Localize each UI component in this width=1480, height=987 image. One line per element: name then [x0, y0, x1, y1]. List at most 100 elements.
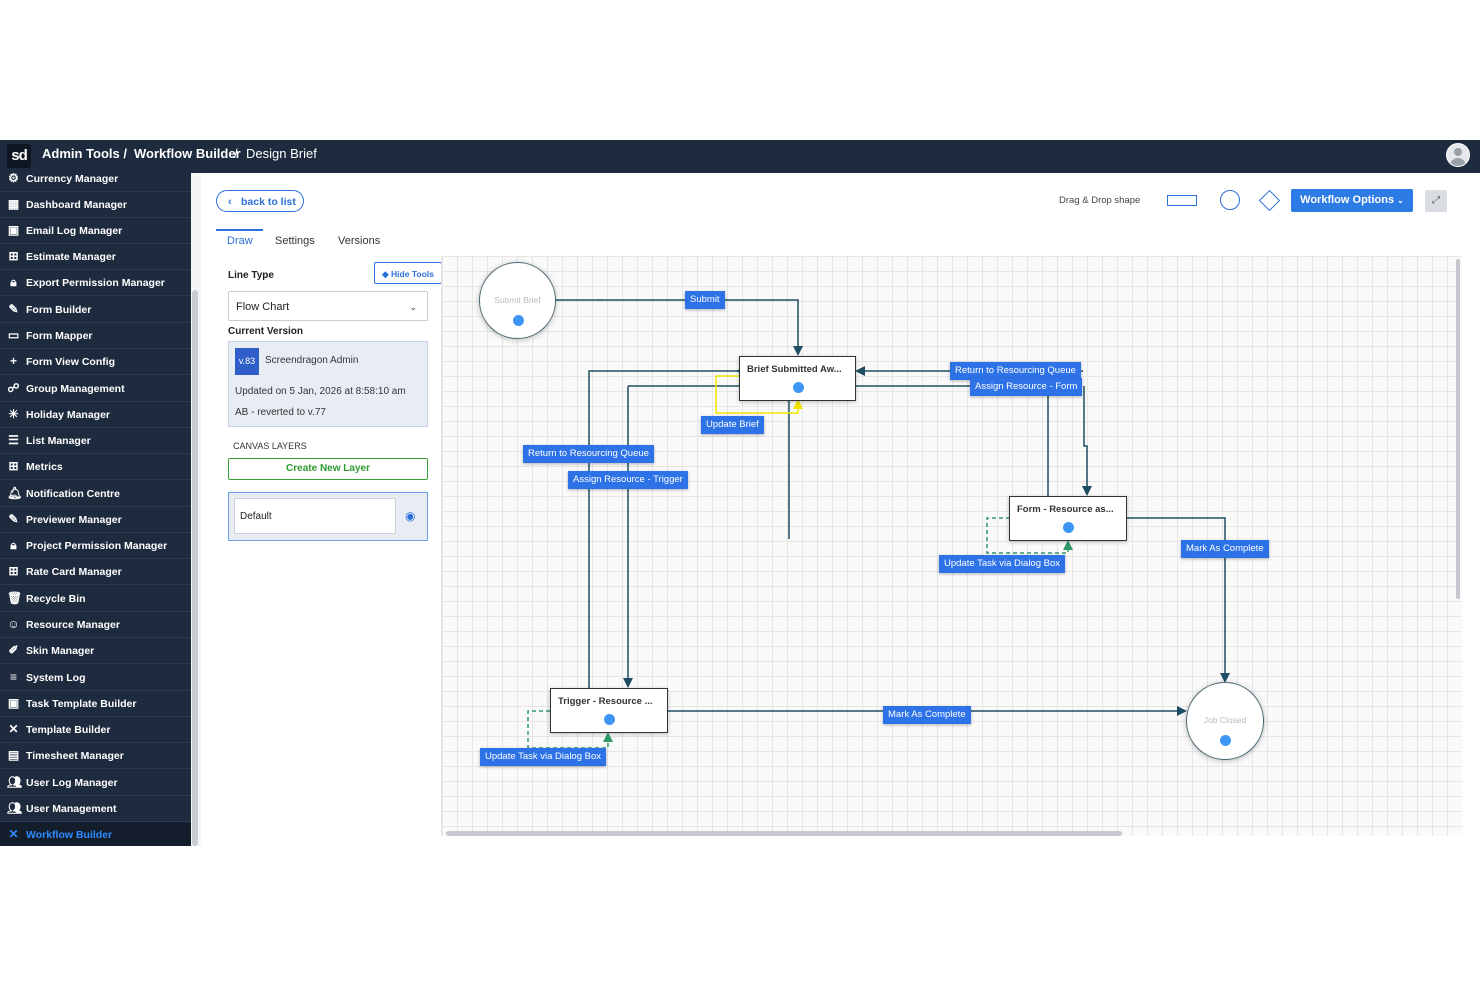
- edge-label-return-queue-right[interactable]: Return to Resourcing Queue: [950, 362, 1081, 380]
- edge-label-update-brief[interactable]: Update Brief: [701, 416, 764, 434]
- sun-icon: ☀: [8, 407, 19, 421]
- sidebar-item-resource-manager[interactable]: ☺ Resource Manager: [0, 612, 191, 638]
- edge-label-mark-complete-right[interactable]: Mark As Complete: [1181, 540, 1269, 558]
- breadcrumb-admin-tools[interactable]: Admin Tools /: [42, 146, 127, 161]
- sidebar-item-label: Form View Config: [26, 356, 116, 368]
- sidebar-item-metrics[interactable]: ⊞ Metrics: [0, 454, 191, 480]
- user-avatar-icon[interactable]: [1446, 143, 1470, 167]
- edge-trigger-return: [588, 370, 739, 688]
- sidebar-item-group-management[interactable]: ☍ Group Management: [0, 376, 191, 402]
- edge-label-assign-form[interactable]: Assign Resource - Form: [970, 378, 1083, 396]
- layers-icon: ◆: [382, 269, 389, 279]
- sidebar-item-notification-centre[interactable]: 🔔︎ Notification Centre: [0, 481, 191, 507]
- users-icon: 👥︎: [7, 801, 23, 815]
- sidebar-item-form-view-config[interactable]: + Form View Config: [0, 349, 191, 375]
- rectangle-shape-tool[interactable]: [1167, 195, 1197, 206]
- current-version-label: Current Version: [228, 326, 304, 337]
- sidebar-item-export-permission-manager[interactable]: 🔒︎ Export Permission Manager: [0, 270, 191, 296]
- sidebar-item-currency-manager[interactable]: ⚙ Currency Manager: [0, 173, 191, 192]
- sidebar-item-form-mapper[interactable]: ▭ Form Mapper: [0, 323, 191, 349]
- breadcrumb-workflow-builder[interactable]: Workflow Builder: [134, 146, 241, 161]
- sidebar-item-workflow-builder[interactable]: ✕ Workflow Builder: [0, 822, 191, 846]
- sidebar-item-user-management[interactable]: 👥︎ User Management: [0, 796, 191, 822]
- sidebar-item-email-log-manager[interactable]: ▣ Email Log Manager: [0, 218, 191, 244]
- edge-label-update-dialog-right[interactable]: Update Task via Dialog Box: [939, 555, 1065, 573]
- back-to-list-button[interactable]: ‹ back to list: [216, 190, 304, 212]
- sidebar-item-label: Metrics: [26, 461, 63, 473]
- gear-icon: ⚙: [8, 173, 19, 185]
- sidebar-item-label: List Manager: [26, 435, 91, 447]
- connector-port[interactable]: [512, 314, 525, 327]
- resource-icon: ☺: [7, 617, 20, 631]
- sidebar-item-recycle-bin[interactable]: 🗑︎ Recycle Bin: [0, 586, 191, 612]
- sidebar-item-previewer-manager[interactable]: ✎ Previewer Manager: [0, 507, 191, 533]
- sidebar-item-system-log[interactable]: ≡ System Log: [0, 665, 191, 691]
- sidebar-item-label: Form Mapper: [26, 330, 93, 342]
- layer-name-input[interactable]: Default: [234, 498, 396, 534]
- edge-label-assign-trigger[interactable]: Assign Resource - Trigger: [568, 471, 688, 489]
- connector-port[interactable]: [1219, 734, 1232, 747]
- sidebar-item-form-builder[interactable]: ✎ Form Builder: [0, 297, 191, 323]
- node-submit-brief[interactable]: Submit Brief: [479, 262, 556, 339]
- hide-tools-button[interactable]: ◆ Hide Tools: [374, 262, 442, 284]
- sidebar-item-holiday-manager[interactable]: ☀ Holiday Manager: [0, 402, 191, 428]
- edge-label-submit[interactable]: Submit: [685, 291, 725, 309]
- node-brief-submitted[interactable]: Brief Submitted Aw...: [739, 356, 856, 401]
- brush-icon: ✐: [8, 643, 19, 657]
- app-logo[interactable]: sd: [7, 144, 31, 168]
- sidebar-item-timesheet-manager[interactable]: ▤ Timesheet Manager: [0, 743, 191, 769]
- sidebar-item-user-log-manager[interactable]: 👥︎ User Log Manager: [0, 770, 191, 796]
- connector-port[interactable]: [603, 713, 616, 726]
- sidebar-item-label: Template Builder: [26, 724, 111, 736]
- log-icon: ≡: [9, 670, 17, 684]
- connector-port[interactable]: [1062, 521, 1075, 534]
- line-type-select[interactable]: Flow Chart ⌄: [228, 291, 428, 321]
- node-job-closed[interactable]: Job Closed: [1186, 682, 1264, 760]
- sidebar-item-dashboard-manager[interactable]: ▦ Dashboard Manager: [0, 192, 191, 218]
- tab-versions[interactable]: Versions: [338, 235, 381, 247]
- sidebar-item-list-manager[interactable]: ☰ List Manager: [0, 428, 191, 454]
- sidebar-item-label: Estimate Manager: [26, 251, 116, 263]
- tool-panel: Line Type ◆ Hide Tools Flow Chart ⌄ Curr…: [216, 256, 442, 836]
- node-label: Submit Brief: [494, 295, 541, 305]
- connector-port[interactable]: [792, 381, 805, 394]
- diamond-shape-tool[interactable]: [1258, 189, 1281, 212]
- node-form-resource[interactable]: Form - Resource as...: [1009, 496, 1127, 541]
- laptop-icon: ▭: [7, 328, 20, 342]
- sidebar-item-task-template-builder[interactable]: ▣ Task Template Builder: [0, 691, 191, 717]
- canvas-vertical-scrollbar[interactable]: [1456, 259, 1460, 599]
- chevron-down-icon: ⌄: [1397, 196, 1404, 205]
- sidebar-item-label: User Log Manager: [26, 777, 118, 789]
- edge-label-return-queue-left[interactable]: Return to Resourcing Queue: [523, 445, 654, 463]
- lock-icon: 🔒︎: [10, 275, 17, 289]
- sidebar-scrollbar[interactable]: [192, 290, 198, 846]
- sidebar-item-template-builder[interactable]: ✕ Template Builder: [0, 717, 191, 743]
- sidebar-item-label: User Management: [26, 803, 117, 815]
- expand-icon[interactable]: ⤢: [1425, 190, 1447, 212]
- canvas-horizontal-scrollbar[interactable]: [446, 831, 1122, 836]
- edge-label-mark-complete-bottom[interactable]: Mark As Complete: [883, 706, 971, 724]
- workflow-canvas[interactable]: Submit Brief Brief Submitted Aw... Form …: [441, 256, 1462, 836]
- node-label: Form - Resource as...: [1017, 504, 1114, 515]
- tools-icon: ✕: [8, 827, 19, 841]
- hide-tools-label: Hide Tools: [391, 269, 434, 279]
- create-new-layer-button[interactable]: Create New Layer: [228, 458, 428, 480]
- eye-icon[interactable]: ◉: [405, 509, 416, 523]
- sidebar-item-skin-manager[interactable]: ✐ Skin Manager: [0, 638, 191, 664]
- workflow-options-button[interactable]: Workflow Options ⌄: [1291, 189, 1413, 212]
- sidebar-item-label: System Log: [26, 672, 86, 684]
- bell-icon: 🔔︎: [7, 486, 23, 500]
- edge-label-update-dialog-left[interactable]: Update Task via Dialog Box: [480, 748, 606, 766]
- tab-settings[interactable]: Settings: [275, 235, 315, 247]
- circle-shape-tool[interactable]: [1220, 190, 1240, 210]
- calculator-icon: ⊞: [8, 249, 19, 263]
- sidebar-item-rate-card-manager[interactable]: ⊞ Rate Card Manager: [0, 559, 191, 585]
- list-icon: ☰: [8, 433, 19, 447]
- sidebar-item-project-permission-manager[interactable]: 🔒︎ Project Permission Manager: [0, 533, 191, 559]
- sidebar-item-estimate-manager[interactable]: ⊞ Estimate Manager: [0, 244, 191, 270]
- sidebar-item-label: Group Management: [26, 383, 125, 395]
- node-trigger-resource[interactable]: Trigger - Resource ...: [550, 688, 668, 733]
- tab-draw[interactable]: Draw: [227, 235, 253, 247]
- edge-assign-form: [1082, 386, 1092, 496]
- workflow-options-label: Workflow Options: [1300, 194, 1395, 206]
